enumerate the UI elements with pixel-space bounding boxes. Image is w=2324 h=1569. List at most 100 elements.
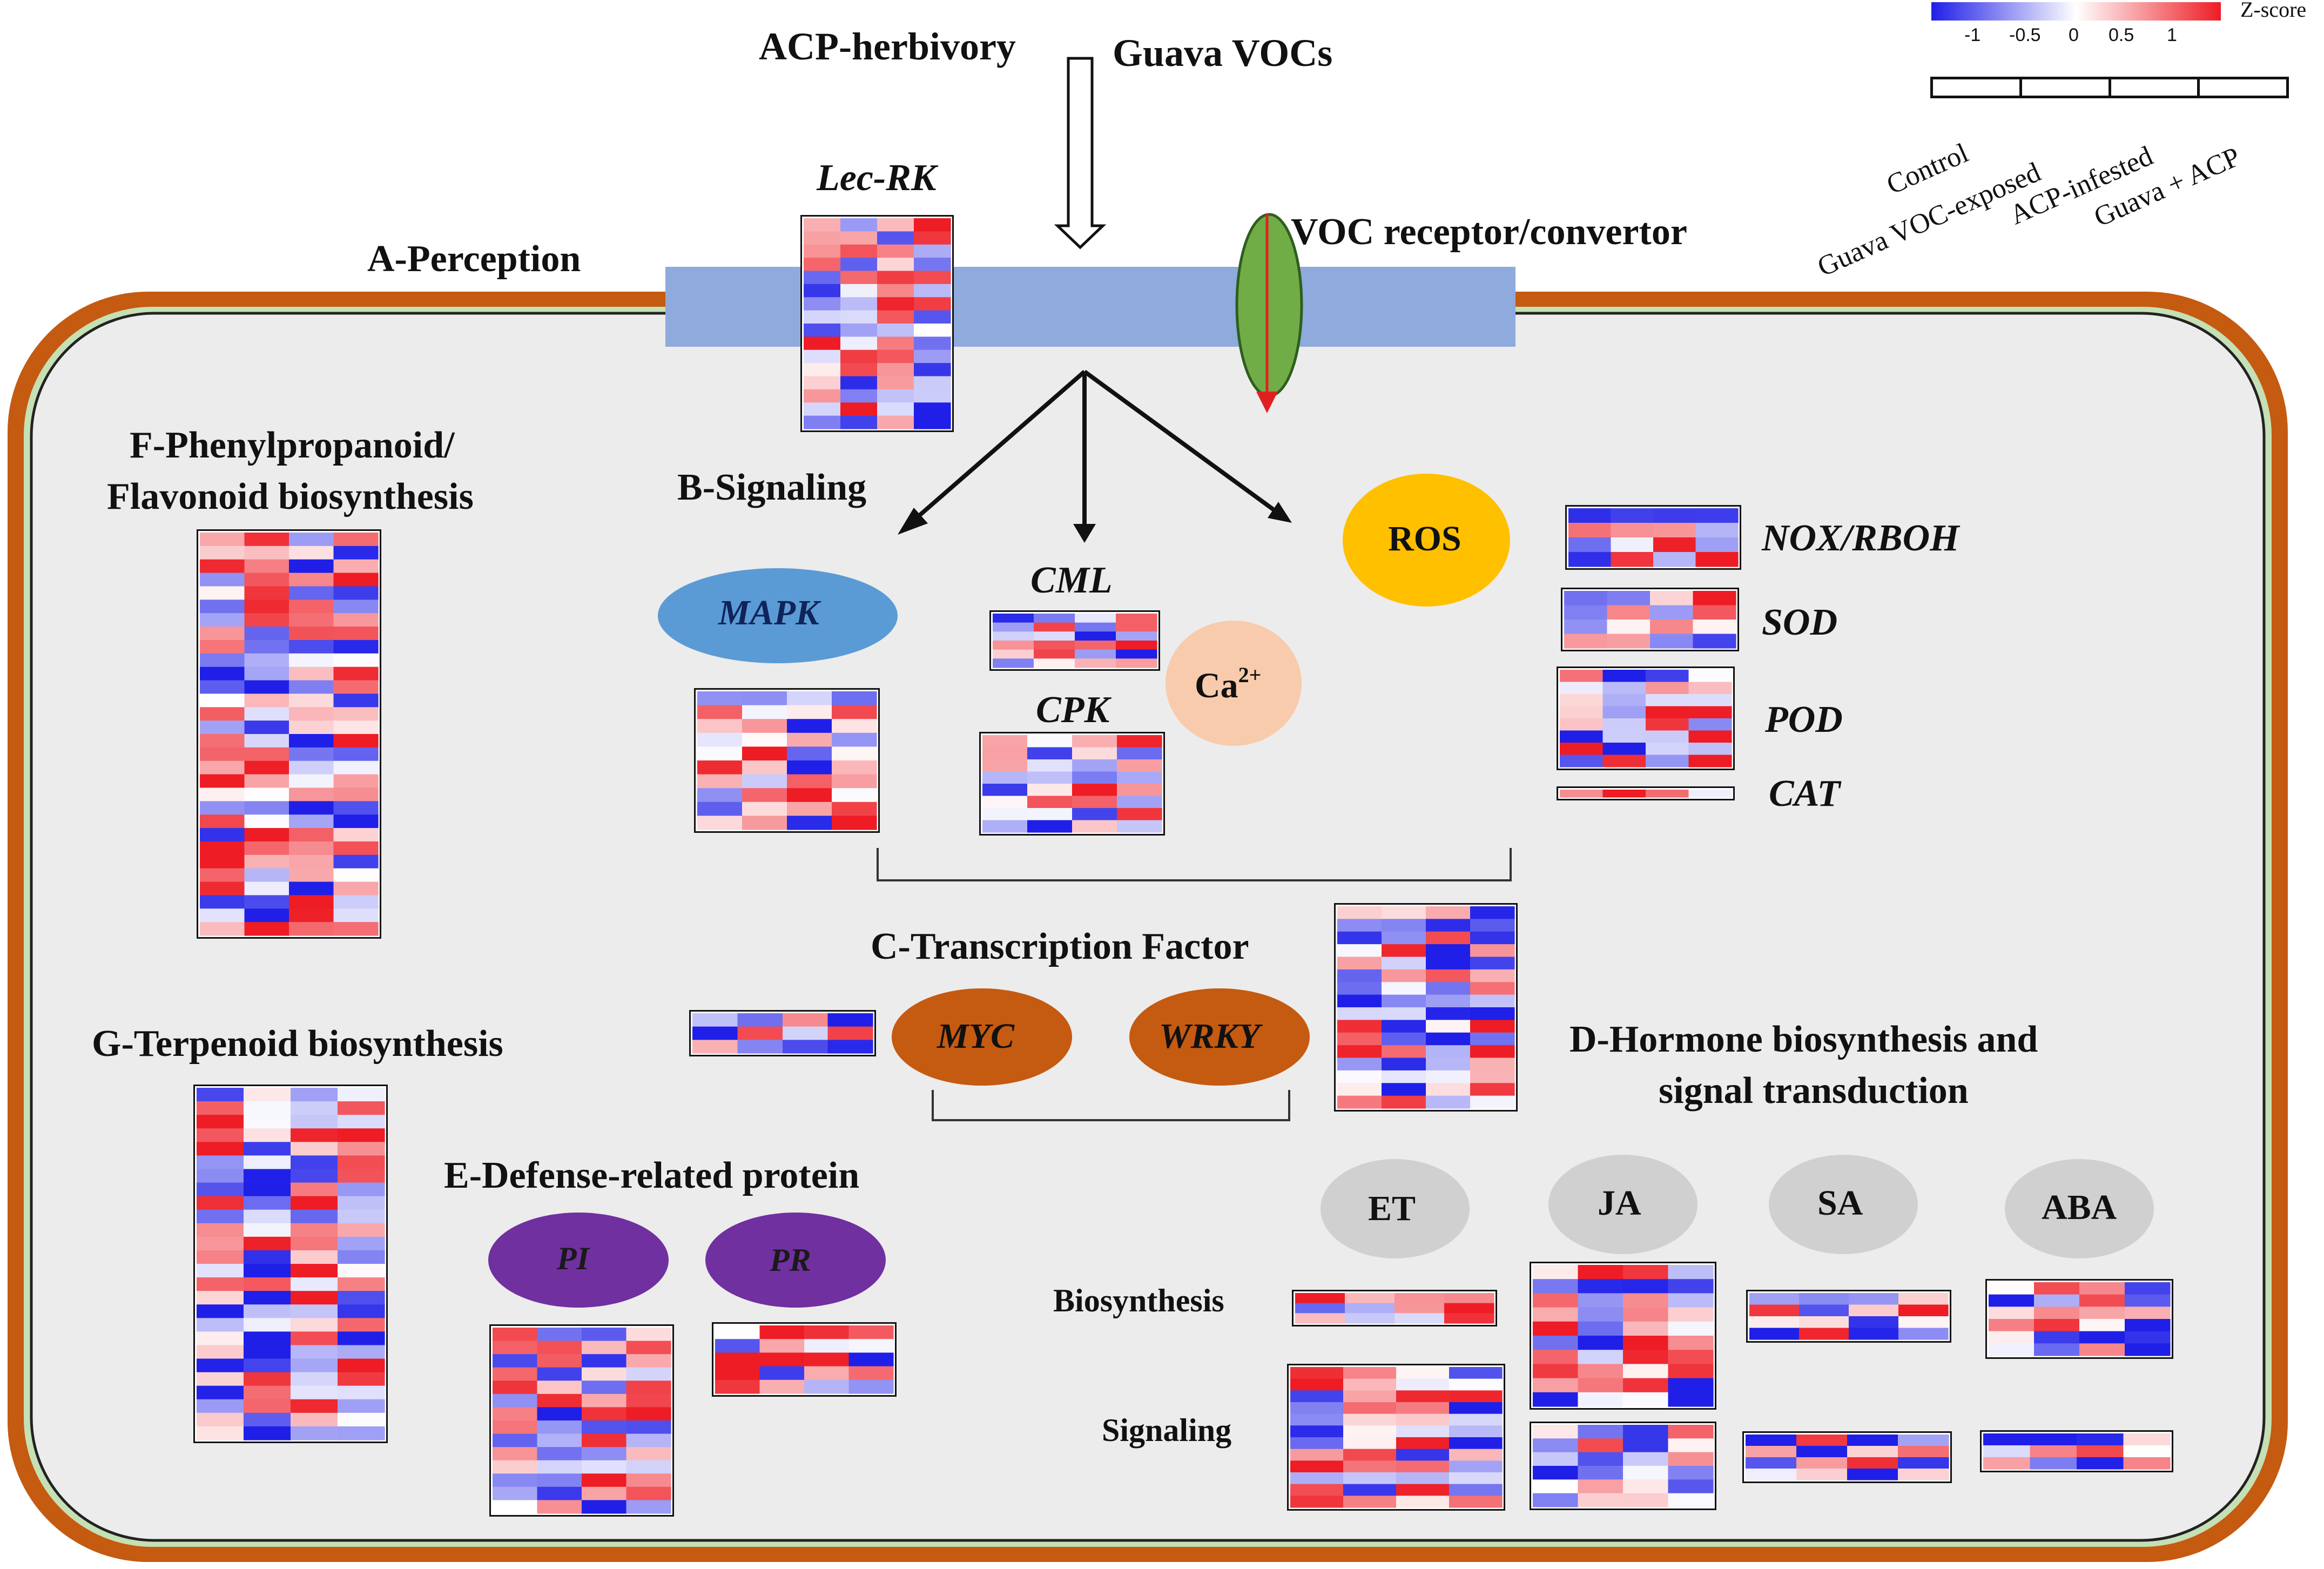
heatmap-cell: [291, 1209, 338, 1224]
heatmap-cell: [914, 324, 951, 337]
heatmap-cell: [804, 271, 841, 285]
heatmap-cell: [1602, 718, 1646, 731]
heatmap-cell: [626, 1354, 671, 1368]
heatmap-cell: [1426, 982, 1471, 995]
ja-node-label: JA: [1598, 1183, 1641, 1223]
heatmap-cell: [1578, 1392, 1624, 1407]
heatmap-cell: [333, 841, 379, 856]
heatmap-cell: [537, 1367, 582, 1381]
heatmap-cell: [1693, 605, 1736, 620]
heatmap-cell: [1668, 1425, 1714, 1439]
heatmap-cell: [289, 787, 334, 802]
zscore-tick-5: 1: [2167, 25, 2177, 45]
heatmap-cell: [582, 1341, 627, 1355]
heatmap-cell: [200, 747, 245, 762]
heatmap-cell: [1290, 1402, 1344, 1415]
heatmap-cell: [1623, 1493, 1669, 1507]
heatmap-cell: [1623, 1350, 1669, 1364]
heatmap-cell: [1034, 622, 1075, 632]
heatmap-cell: [197, 1412, 244, 1427]
heatmap-cell: [2079, 1307, 2125, 1319]
heatmap-cell: [787, 774, 832, 789]
heatmap-cell: [2079, 1319, 2125, 1332]
heatmap-cell: [291, 1115, 338, 1129]
heatmap-cell: [877, 244, 914, 258]
heatmap-cell: [333, 760, 379, 775]
heatmap-cell: [1983, 1433, 2031, 1446]
heatmap-cell: [1343, 1496, 1397, 1508]
heatmap-cell: [1072, 820, 1117, 833]
heatmap-cell: [1560, 743, 1604, 756]
heatmap-cell: [1668, 1321, 1714, 1336]
heatmap-tf-left: [689, 1010, 876, 1056]
heatmap-cell: [1337, 1045, 1382, 1059]
heatmap-cell: [1075, 649, 1116, 659]
heatmap-pod: [1557, 666, 1735, 770]
heatmap-cell: [827, 1026, 873, 1040]
heatmap-cell: [982, 735, 1028, 748]
heatmap-cell: [1117, 808, 1162, 821]
heatmap-cell: [832, 816, 877, 830]
heatmap-cell: [1623, 1279, 1669, 1294]
heatmap-cell: [1578, 1378, 1624, 1393]
heatmap-cell: [993, 614, 1034, 623]
heatmap-cell: [1027, 808, 1073, 821]
heatmap-cell: [1382, 1058, 1426, 1071]
heatmap-cell: [244, 533, 289, 547]
heatmap-cell: [338, 1196, 385, 1210]
cpk-label: CPK: [1036, 689, 1110, 731]
heatmap-cell: [1688, 743, 1732, 756]
heatmap-cell: [338, 1399, 385, 1413]
heatmap-cell: [840, 271, 878, 285]
heatmap-cell: [493, 1367, 538, 1381]
heatmap-cell: [244, 707, 289, 721]
heatmap-cell: [1449, 1449, 1503, 1461]
heatmap-cell: [1560, 706, 1604, 719]
zscore-tick-4: 0.5: [2109, 25, 2134, 45]
heatmap-cell: [1983, 1457, 2031, 1470]
heatmap-cell: [832, 691, 877, 706]
heatmap-cell: [2123, 1433, 2171, 1446]
heatmap-cell: [840, 231, 878, 245]
ros-node-label: ROS: [1388, 519, 1461, 558]
heatmap-cell: [244, 1277, 291, 1291]
heatmap-cell: [333, 868, 379, 883]
heatmap-cell: [1611, 523, 1654, 538]
heatmap-cell: [1898, 1446, 1949, 1458]
heatmap-cell: [697, 732, 743, 747]
heatmap-cell: [1449, 1367, 1503, 1379]
heatmap-cell: [877, 310, 914, 324]
heatmap-cell: [289, 627, 334, 641]
heatmap-cell: [197, 1291, 244, 1305]
arrow-head-ros: [1268, 502, 1292, 523]
heatmap-cell: [493, 1447, 538, 1461]
heatmap-cell: [2125, 1294, 2171, 1307]
heatmap-cell: [1695, 552, 1739, 567]
heatmap-cell: [2030, 1445, 2077, 1458]
heatmap-cell: [840, 389, 878, 403]
heatmap-cell: [1072, 796, 1117, 809]
heatmap-cell: [291, 1331, 338, 1346]
heatmap-cell: [742, 774, 787, 789]
heatmap-cell: [1749, 1316, 1800, 1329]
heatmap-cell: [1693, 591, 1736, 606]
heatmap-cell: [626, 1407, 671, 1421]
heatmap-cell: [1027, 771, 1073, 784]
input-arrow: [1054, 57, 1107, 250]
heatmap-cell: [582, 1486, 627, 1501]
heatmap-cell: [1337, 982, 1382, 995]
heatmap-cell: [877, 402, 914, 416]
cml-label: CML: [1030, 560, 1113, 601]
wrky-node: [1129, 988, 1310, 1086]
heatmap-cell: [626, 1328, 671, 1342]
tf-bracket: [932, 1090, 1290, 1121]
heatmap-cell: [1116, 622, 1157, 632]
heatmap-cell: [1382, 944, 1426, 958]
heatmap-cell: [1578, 1265, 1624, 1280]
heatmap-cell: [291, 1358, 338, 1373]
heatmap-cell: [200, 841, 245, 856]
heatmap-cell: [338, 1385, 385, 1400]
heatmap-cell: [1343, 1390, 1397, 1403]
heatmap-cell: [1117, 784, 1162, 797]
heatmap-cell: [200, 734, 245, 748]
